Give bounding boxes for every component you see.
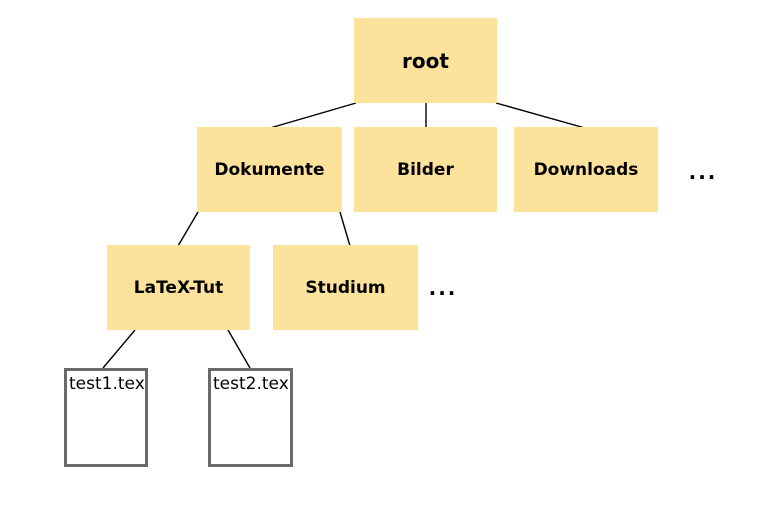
folder-node-root: root bbox=[354, 18, 497, 103]
file-node-test1-tex: test1.tex bbox=[64, 368, 148, 467]
folder-node-bilder: Bilder bbox=[354, 127, 497, 212]
edge-root-dokumente bbox=[269, 102, 357, 129]
edge-root-downloads bbox=[495, 102, 586, 129]
ellipsis-more-folders-level2: ... bbox=[688, 160, 718, 184]
edge-dokumente-studium bbox=[339, 211, 351, 247]
folder-node-downloads: Downloads bbox=[514, 127, 658, 212]
folder-node-studium: Studium bbox=[273, 245, 418, 330]
edge-latextut-test1 bbox=[102, 329, 136, 369]
edge-dokumente-latextut bbox=[177, 211, 199, 247]
folder-node-dokumente: Dokumente bbox=[197, 127, 342, 212]
folder-node-latex-tut: LaTeX-Tut bbox=[107, 245, 250, 330]
file-node-test2-tex: test2.tex bbox=[208, 368, 293, 467]
edge-latextut-test2 bbox=[227, 329, 251, 369]
ellipsis-more-folders-level3: ... bbox=[428, 276, 458, 300]
